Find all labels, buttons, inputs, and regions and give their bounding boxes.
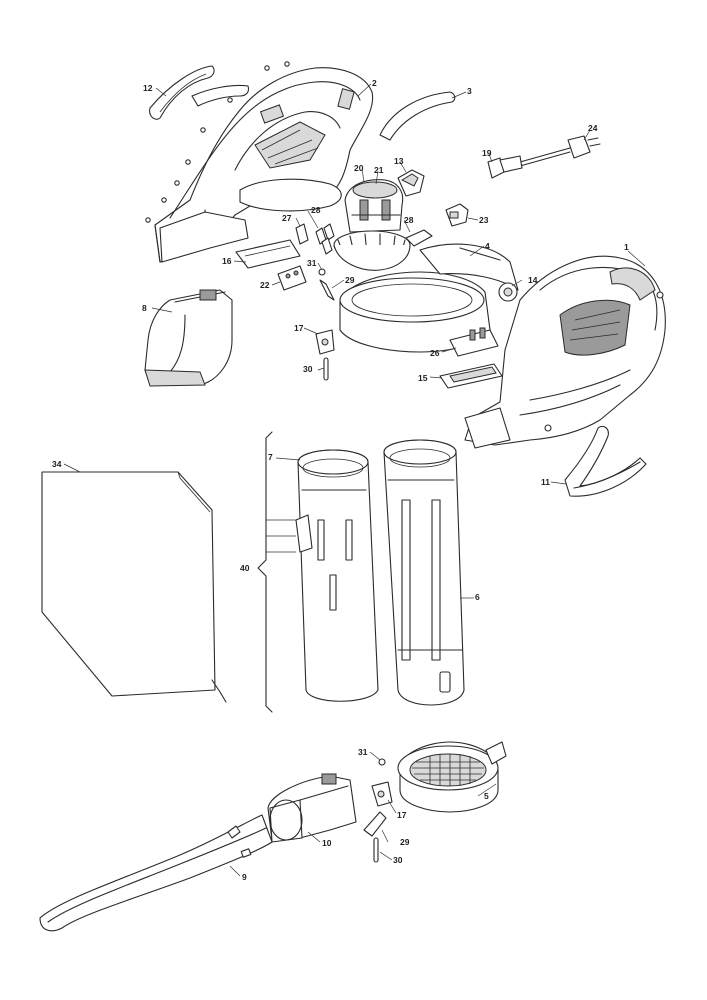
callout-4: 4 xyxy=(485,241,490,251)
callout-6: 6 xyxy=(475,592,480,602)
callout-8: 8 xyxy=(142,303,147,313)
callout-30b: 30 xyxy=(393,855,403,865)
part-6-upper-tube xyxy=(383,439,465,706)
part-16-board xyxy=(235,239,301,269)
part-30-pin-lower xyxy=(373,837,379,863)
callout-23: 23 xyxy=(479,215,489,225)
callout-19: 19 xyxy=(482,148,492,158)
callout-labels: 1 2 3 4 5 6 7 8 9 10 11 12 13 14 15 16 1… xyxy=(52,78,629,882)
part-31-nut-upper xyxy=(318,268,326,276)
part-3-curved-strip xyxy=(379,91,456,141)
callout-17b: 17 xyxy=(397,810,407,820)
part-19-cord-retainer xyxy=(487,155,523,179)
callout-10: 10 xyxy=(322,838,332,848)
part-5-grate-ring xyxy=(397,741,507,813)
part-12-trim xyxy=(149,65,215,120)
part-28-brushes xyxy=(315,223,335,255)
callout-29b: 29 xyxy=(400,837,410,847)
callout-24: 24 xyxy=(588,123,598,133)
callout-16: 16 xyxy=(222,256,232,266)
part-23-connector xyxy=(445,203,469,227)
callout-27: 27 xyxy=(282,213,292,223)
part-13-switch xyxy=(397,169,425,197)
part-29-spring-lower xyxy=(363,811,387,837)
part-15-cover xyxy=(439,363,503,389)
part-1-main-body xyxy=(464,255,666,449)
leader-lines xyxy=(63,83,646,877)
callout-14: 14 xyxy=(528,275,538,285)
part-7-lower-tube xyxy=(295,449,379,702)
part-31-nut-lower xyxy=(378,758,386,766)
callout-30a: 30 xyxy=(303,364,313,374)
part-12-trim-lower xyxy=(191,84,250,107)
callout-34: 34 xyxy=(52,459,62,469)
callout-12: 12 xyxy=(143,83,153,93)
part-10-adapter xyxy=(267,773,357,843)
callout-13: 13 xyxy=(394,156,404,166)
part-34-collection-bag xyxy=(41,471,227,703)
part-8-elbow xyxy=(144,289,233,387)
callout-2: 2 xyxy=(372,78,377,88)
callout-29a: 29 xyxy=(345,275,355,285)
callout-20: 20 xyxy=(354,163,364,173)
screws-housing xyxy=(145,61,290,223)
part-29-spring-upper xyxy=(319,279,335,301)
callout-11: 11 xyxy=(541,477,550,487)
part-27-brush xyxy=(295,223,309,245)
callout-17a: 17 xyxy=(294,323,304,333)
part-28-bracket xyxy=(405,229,433,247)
part-17-latch-upper xyxy=(315,329,335,355)
callout-22: 22 xyxy=(260,280,270,290)
callout-31a: 31 xyxy=(307,258,317,268)
part-20-motor xyxy=(344,179,404,233)
callout-21: 21 xyxy=(374,165,384,175)
part-9-nozzle xyxy=(39,814,273,932)
part-14-knob xyxy=(498,282,518,302)
callout-26: 26 xyxy=(430,348,440,358)
callout-7: 7 xyxy=(268,452,273,462)
callout-28a: 28 xyxy=(311,205,321,215)
callout-9: 9 xyxy=(242,872,247,882)
callout-31b: 31 xyxy=(358,747,368,757)
callout-3: 3 xyxy=(467,86,472,96)
part-21-fan xyxy=(333,230,411,271)
callout-28b: 28 xyxy=(404,215,414,225)
part-17-latch-lower xyxy=(371,781,393,807)
callout-15: 15 xyxy=(418,373,428,383)
part-22-terminal xyxy=(277,265,307,291)
callout-40: 40 xyxy=(240,563,250,573)
part-2-upper-housing xyxy=(154,67,374,263)
callout-5: 5 xyxy=(484,791,489,801)
callout-1: 1 xyxy=(624,242,629,252)
part-11-handle xyxy=(564,425,647,497)
part-26-small-board xyxy=(449,327,499,357)
part-24-power-cord xyxy=(519,135,601,167)
part-30-pin-upper xyxy=(323,357,329,381)
part-40-bracket-line xyxy=(257,431,296,713)
